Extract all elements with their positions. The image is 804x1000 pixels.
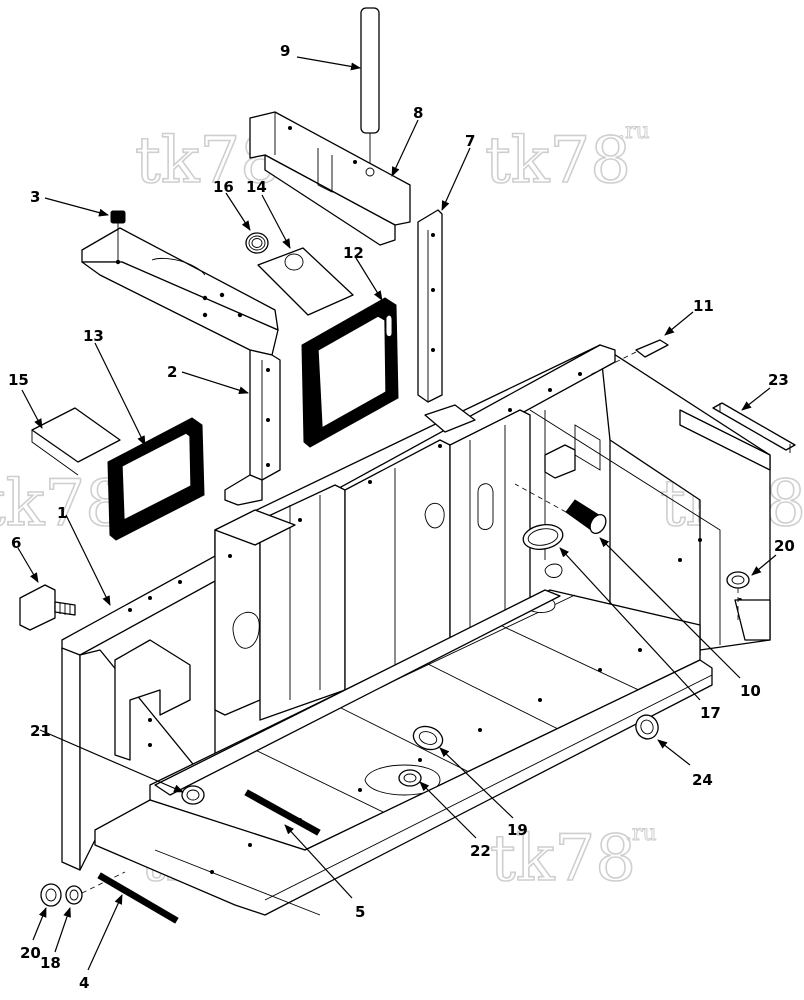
part-4-long-rod	[97, 872, 179, 924]
leader-7	[441, 147, 471, 211]
part-2-bracket-plate	[81, 227, 281, 506]
callout-23: 24	[692, 771, 713, 789]
part-10-filter	[514, 483, 607, 534]
part-21-ring	[181, 785, 205, 805]
callout-15: 15	[8, 371, 29, 389]
part-19-ring	[412, 725, 444, 751]
leader-24	[741, 387, 771, 411]
callout-8: 8	[413, 104, 423, 122]
callout-10: 10	[740, 682, 761, 700]
part-18-washer	[65, 871, 126, 905]
callout-21: 21	[30, 722, 51, 740]
part-11-clip	[589, 339, 669, 376]
leader-20-left	[32, 907, 47, 941]
part-17-oval-ring	[522, 524, 564, 550]
callout-24: 23	[768, 371, 789, 389]
callout-5: 5	[355, 903, 365, 921]
callout-17: 17	[700, 704, 721, 722]
leader-14	[261, 194, 291, 249]
callout-2: 2	[167, 363, 177, 381]
callout-1: 1	[57, 504, 67, 522]
callout-labels: 9 8 7 3 16 14 12 13 2 15 11 23 1 6 20 10…	[8, 42, 795, 992]
leader-23	[657, 739, 691, 766]
svg-text:tk78: tk78	[0, 467, 126, 541]
part-8-upper-bracket	[249, 111, 411, 246]
svg-text:.ru: .ru	[618, 119, 650, 144]
part-23-grommet	[635, 714, 659, 740]
callout-22: 22	[470, 842, 491, 860]
callout-6: 6	[11, 534, 21, 552]
leader-3	[44, 197, 109, 217]
leader-8	[391, 119, 419, 177]
svg-text:tk78: tk78	[490, 822, 636, 896]
leader-1	[65, 514, 111, 606]
callout-20-right: 20	[774, 537, 795, 555]
svg-text:tk78: tk78	[485, 124, 631, 198]
leader-17	[559, 547, 701, 701]
main-frame-part	[61, 344, 771, 916]
callout-13: 13	[83, 327, 104, 345]
part-3-screw	[110, 210, 126, 262]
leader-13	[94, 342, 146, 446]
leader-12	[355, 257, 383, 301]
watermark-bottom-right: tk78 .ru	[489, 821, 657, 897]
callout-12: 12	[343, 244, 364, 262]
part-7-vertical-post	[417, 209, 443, 403]
part-20-grommet-right	[726, 571, 750, 620]
leader-21	[39, 729, 184, 793]
leader-19	[439, 747, 514, 819]
leader-22	[419, 781, 477, 839]
part-6-pin-bracket	[19, 584, 76, 631]
callout-19: 19	[507, 821, 528, 839]
callout-20-left: 20	[20, 944, 41, 962]
part-5-long-rod	[244, 789, 321, 836]
callout-16: 16	[213, 178, 234, 196]
leader-10	[599, 537, 741, 679]
part-9-rod	[360, 7, 380, 170]
part-20-grommet-left	[40, 883, 62, 907]
callout-9: 9	[280, 42, 290, 60]
callout-14: 14	[246, 178, 267, 196]
part-15-plate	[31, 407, 121, 476]
svg-text:.ru: .ru	[625, 821, 657, 846]
callout-11: 11	[693, 297, 714, 315]
callout-18: 18	[40, 954, 61, 972]
part-14-cover-plate	[257, 247, 354, 316]
part-12-window-frame	[301, 297, 399, 448]
leader-4	[87, 894, 123, 971]
leader-lines	[17, 56, 777, 971]
leader-20-right	[751, 554, 777, 576]
leader-15	[21, 389, 43, 429]
callout-4: 4	[79, 974, 89, 992]
part-16-grommet	[245, 232, 269, 254]
callout-7: 7	[465, 132, 475, 150]
frame-hole-pattern	[128, 372, 742, 874]
leader-16	[225, 192, 251, 231]
leader-9	[296, 56, 361, 71]
leader-2	[181, 371, 249, 395]
part-13-window-frame	[107, 417, 205, 541]
callout-3: 3	[30, 188, 40, 206]
watermark-top-right: tk78 .ru	[484, 119, 650, 199]
leader-6	[17, 547, 39, 583]
leader-18	[54, 907, 71, 953]
leader-11	[664, 311, 694, 336]
part-24-rail	[712, 402, 796, 453]
part-22-ring	[398, 769, 422, 787]
leader-5	[284, 824, 353, 899]
